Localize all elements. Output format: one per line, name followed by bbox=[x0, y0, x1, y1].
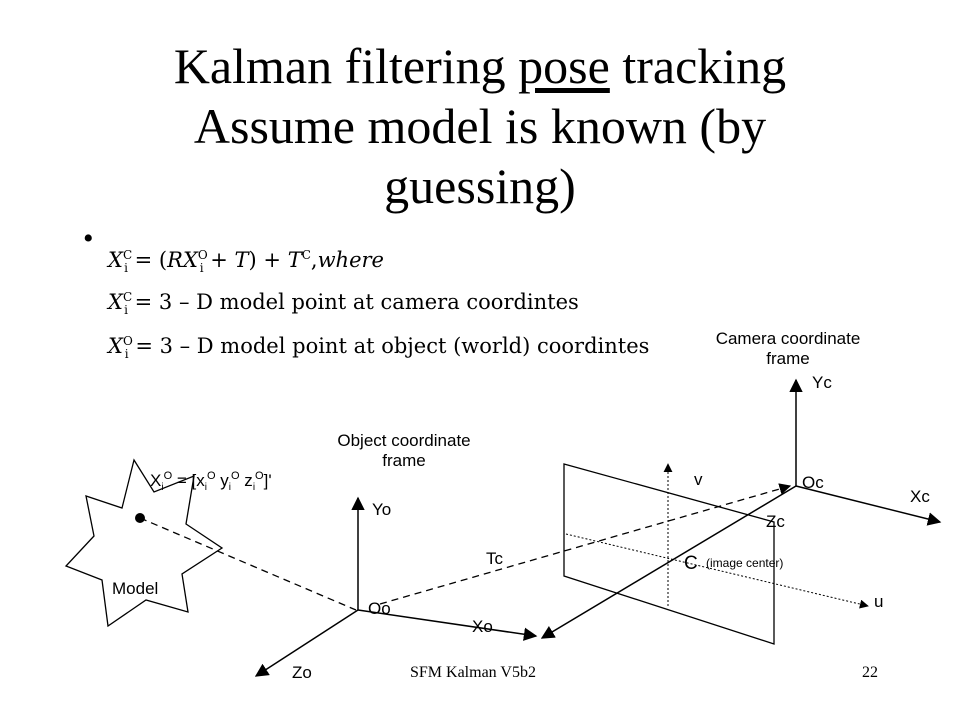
xo-axis bbox=[357, 609, 538, 641]
eq-var: X bbox=[108, 334, 123, 358]
eq-sup: C bbox=[122, 248, 133, 262]
eq-sup: C bbox=[301, 248, 311, 262]
title-line-1: Kalman filtering pose tracking bbox=[80, 36, 880, 96]
eq-sub: i bbox=[124, 261, 128, 276]
bullet-point: • bbox=[83, 222, 94, 255]
title-underlined-word: pose bbox=[518, 38, 610, 94]
eq-text: + bbox=[203, 248, 235, 272]
eq-where: where bbox=[317, 248, 384, 272]
eq-text: = 3 – D model point at object (world) co… bbox=[128, 334, 650, 358]
eq-sup: C bbox=[122, 290, 133, 304]
v-label: v bbox=[694, 470, 703, 489]
object-frame-label: frame bbox=[382, 451, 425, 470]
model-label: Model bbox=[112, 579, 158, 598]
yo-label: Yo bbox=[372, 500, 391, 519]
eq-var: T bbox=[287, 248, 302, 272]
zc-axis bbox=[540, 485, 797, 639]
eq-var: X bbox=[108, 248, 123, 272]
image-center-text: (image center) bbox=[706, 556, 783, 570]
slide-title: Kalman filtering pose tracking Assume mo… bbox=[80, 36, 880, 216]
image-plane bbox=[563, 463, 775, 645]
eq-sub: i bbox=[199, 261, 204, 276]
equation-3: XOi = 3 – D model point at object (world… bbox=[108, 334, 649, 361]
xo-label: Xo bbox=[472, 617, 493, 636]
eq-sub: i bbox=[124, 347, 129, 362]
eq-var: X bbox=[182, 248, 198, 272]
zo-label: Zo bbox=[292, 663, 312, 682]
model-point-ray bbox=[139, 517, 357, 611]
u-axis bbox=[565, 533, 869, 609]
zo-axis bbox=[254, 609, 359, 677]
eq-var: T bbox=[234, 248, 249, 272]
title-line-3: guessing) bbox=[384, 158, 576, 214]
title-text: tracking bbox=[609, 38, 787, 94]
point-label: XiO = [xiO yiO ziO]' bbox=[150, 470, 272, 493]
equation-1: XCi = (RXOi + T) + TC,where bbox=[108, 248, 384, 275]
object-frame-label: Object coordinate bbox=[337, 431, 470, 450]
camera-frame-label: frame bbox=[766, 349, 809, 368]
eq-sup: O bbox=[197, 248, 208, 262]
yc-label: Yc bbox=[812, 373, 832, 392]
eq-var: X bbox=[108, 290, 123, 314]
eq-text: , bbox=[310, 248, 318, 272]
title-text: Kalman filtering bbox=[173, 38, 519, 94]
camera-frame-label: Camera coordinate bbox=[716, 329, 861, 348]
eq-text: = ( bbox=[127, 248, 168, 272]
slide-number: 22 bbox=[862, 664, 878, 681]
title-line-2: Assume model is known (by bbox=[193, 98, 767, 154]
eq-text: = 3 – D model point at camera coordintes bbox=[127, 290, 579, 314]
eq-var: R bbox=[167, 248, 183, 272]
tc-label: Tc bbox=[486, 549, 504, 568]
eq-sub: i bbox=[124, 303, 128, 318]
u-label: u bbox=[874, 592, 883, 611]
model-shape bbox=[64, 458, 224, 628]
eq-text: ) + bbox=[248, 248, 288, 272]
equation-2: XCi = 3 – D model point at camera coordi… bbox=[108, 290, 579, 317]
oc-label: Oc bbox=[802, 473, 824, 492]
zc-label: Zc bbox=[766, 512, 785, 531]
tc-vector bbox=[379, 483, 792, 605]
xc-label: Xc bbox=[910, 487, 930, 506]
footer-title: SFM Kalman V5b2 bbox=[410, 664, 536, 681]
xc-axis bbox=[795, 485, 942, 526]
image-center-label: C bbox=[684, 553, 698, 574]
oo-label: Oo bbox=[368, 599, 391, 618]
eq-sup: O bbox=[122, 334, 133, 348]
